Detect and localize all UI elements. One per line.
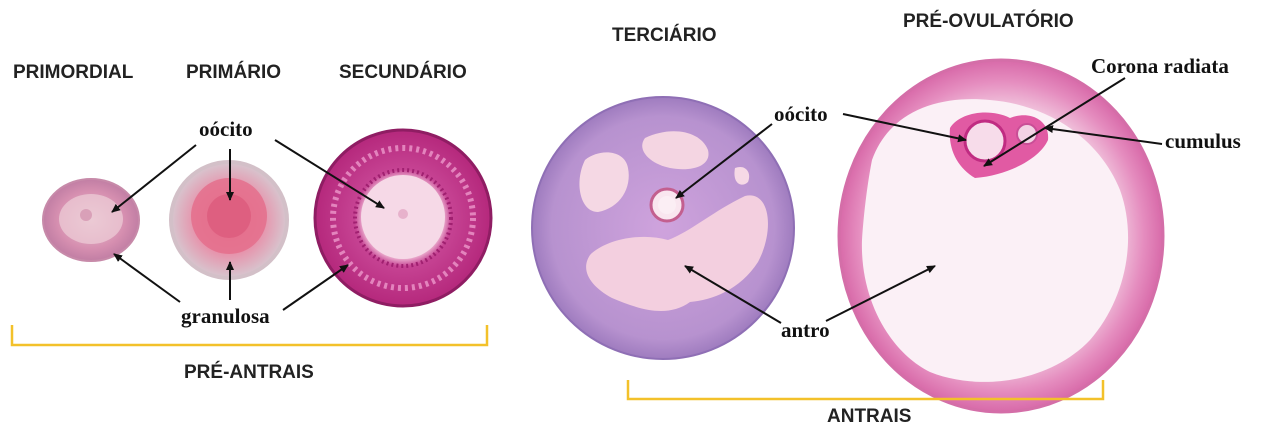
label-primordial: PRIMORDIAL xyxy=(13,62,134,83)
label-terciario: TERCIÁRIO xyxy=(612,24,717,46)
label-pre-ovulatorio: PRÉ-OVULATÓRIO xyxy=(903,10,1074,32)
pre-ovulatory-follicle xyxy=(839,60,1163,412)
annotation-oocito-right: oócito xyxy=(774,102,828,126)
label-primario: PRIMÁRIO xyxy=(186,61,281,83)
bracket-pre-antrais xyxy=(12,325,487,345)
secondary-follicle xyxy=(315,130,491,306)
group-label-antrais: ANTRAIS xyxy=(827,406,911,427)
annotation-corona-radiata: Corona radiata xyxy=(1091,54,1229,78)
annotation-antro: antro xyxy=(781,318,830,342)
label-secundario: SECUNDÁRIO xyxy=(339,61,467,83)
arrow-granulosa-primordial xyxy=(114,254,180,302)
primordial-follicle xyxy=(43,179,139,261)
arrow-granulosa-secundario xyxy=(283,265,348,310)
group-label-pre-antrais: PRÉ-ANTRAIS xyxy=(184,361,314,383)
annotation-oocito-left: oócito xyxy=(199,117,253,141)
annotation-cumulus: cumulus xyxy=(1165,129,1241,153)
annotation-granulosa: granulosa xyxy=(181,304,270,328)
